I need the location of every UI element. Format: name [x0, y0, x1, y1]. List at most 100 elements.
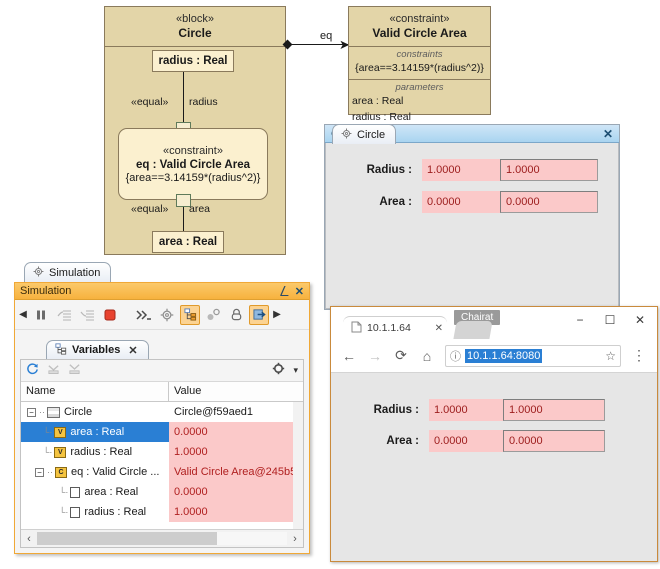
window-simulation-title: Simulation — [20, 285, 72, 297]
area-label: Area : — [386, 435, 419, 447]
binding-role-radius: radius — [189, 96, 218, 108]
property-area-real[interactable]: area : Real — [152, 231, 224, 253]
tree-line: ·· — [47, 467, 53, 477]
close-icon[interactable]: ✕ — [128, 344, 138, 357]
block-circle-header: «block» Circle — [105, 7, 285, 47]
radius-input[interactable]: 1.0000 — [500, 159, 598, 181]
scrollbar-track[interactable] — [37, 532, 287, 545]
bookmark-star-icon[interactable]: ☆ — [605, 348, 616, 363]
address-bar[interactable]: ⓘ 10.1.1.64:8080 ☆ — [445, 344, 621, 367]
breakpoints-button[interactable] — [203, 305, 223, 325]
tree-line: └· — [43, 427, 53, 437]
tree-node-label: area : Real — [70, 426, 125, 438]
parameters-caption: parameters — [395, 82, 444, 93]
tree-node-label: radius : Real — [70, 446, 133, 458]
area-input[interactable]: 0.0000 — [503, 430, 605, 452]
tree-cell-name[interactable]: └· radius : Real — [21, 502, 169, 522]
browser-titlebar[interactable]: Chairat − ☐ ✕ 10.1.1.64 ✕ — [331, 307, 657, 339]
tab-variables[interactable]: Variables ✕ — [46, 340, 149, 360]
step-over-button[interactable] — [77, 305, 97, 325]
browser-tab[interactable]: 10.1.1.64 ✕ — [343, 316, 447, 339]
constraint-block-constraints-section: constraints {area==3.14159*(radius^2)} — [349, 47, 490, 80]
radius-input[interactable]: 1.0000 — [503, 399, 605, 421]
home-icon[interactable]: ⌂ — [422, 347, 432, 364]
property-radius-real[interactable]: radius : Real — [152, 50, 234, 72]
tree-cell-name[interactable]: − ·· Circle — [21, 402, 169, 422]
parameter-radius: radius : Real — [352, 111, 411, 123]
close-icon[interactable]: ✕ — [294, 285, 304, 298]
block-icon — [47, 406, 60, 418]
parameter-icon — [70, 506, 81, 518]
menu-icon[interactable]: ⋮ — [632, 347, 646, 363]
tree-cell-name[interactable]: └· V radius : Real — [21, 442, 169, 462]
pause-button[interactable] — [31, 305, 51, 325]
tree-cell-value[interactable]: 0.0000 — [169, 482, 303, 502]
page-icon — [351, 321, 362, 336]
close-icon[interactable]: ✕ — [434, 322, 443, 334]
new-tab-button[interactable] — [453, 321, 493, 339]
refresh-icon[interactable] — [26, 362, 39, 380]
tree-cell-value[interactable]: 0.0000 — [169, 422, 303, 442]
area-input[interactable]: 0.0000 — [500, 191, 598, 213]
tab-circle[interactable]: Circle — [332, 124, 397, 144]
radius-label: Radius : — [366, 164, 412, 176]
forward-icon[interactable]: → — [368, 347, 382, 364]
collapse-all-icon[interactable] — [68, 362, 81, 380]
scroll-right-icon[interactable]: › — [293, 532, 297, 545]
simulation-toolbar: ◀ — [15, 300, 309, 330]
maximize-icon[interactable]: ☐ — [604, 313, 616, 327]
tab-circle-label: Circle — [357, 128, 386, 141]
value-icon: V — [54, 446, 67, 458]
table-row[interactable]: − ·· Circle Circle@f59aed1 — [21, 402, 303, 422]
table-row[interactable]: − ·· C eq : Valid Circle ... Valid Circl… — [21, 462, 303, 482]
expander-collapse-icon[interactable]: − — [27, 407, 36, 417]
close-icon[interactable]: ✕ — [602, 126, 613, 141]
tree-cell-name[interactable]: − ·· C eq : Valid Circle ... — [21, 462, 169, 482]
minimize-icon[interactable]: − — [576, 313, 584, 327]
lock-button[interactable] — [226, 305, 246, 325]
table-row[interactable]: └· V radius : Real 1.0000 — [21, 442, 303, 462]
reload-icon[interactable]: ⟳ — [395, 347, 407, 363]
animation-button[interactable] — [157, 305, 177, 325]
tree-node-label: area : Real — [84, 486, 139, 498]
maximize-icon[interactable]: ⎳ — [280, 285, 289, 297]
expand-all-icon[interactable] — [47, 362, 60, 380]
tree-node-label: Circle — [64, 406, 93, 418]
step-into-button[interactable] — [54, 305, 74, 325]
constraint-property-eq[interactable]: «constraint» eq : Valid Circle Area {are… — [118, 128, 268, 200]
step-forward-arrow[interactable]: ▶ — [273, 309, 281, 320]
info-icon[interactable]: ⓘ — [450, 350, 461, 363]
back-icon[interactable]: ← — [342, 347, 356, 364]
scroll-left-icon[interactable]: ‹ — [27, 532, 31, 545]
constraints-body: {area==3.14159*(radius^2)} — [355, 62, 484, 74]
options-dropdown-icon[interactable]: ▾ — [293, 365, 298, 375]
horizontal-scrollbar[interactable]: ‹ › — [21, 529, 303, 547]
vertical-scrollbar[interactable] — [293, 402, 303, 529]
show-tree-button[interactable] — [180, 304, 200, 325]
window-simulation-titlebar[interactable]: Simulation ⎳ ✕ — [15, 283, 309, 300]
tree-cell-value[interactable]: Circle@f59aed1 — [174, 406, 254, 418]
tree-cell-value[interactable]: Valid Circle Area@245b5bc — [169, 462, 303, 482]
constraint-port-area[interactable] — [176, 194, 191, 207]
scrollbar-thumb[interactable] — [37, 532, 217, 545]
address-input[interactable]: 10.1.1.64:8080 — [465, 348, 543, 363]
table-row[interactable]: └· area : Real 0.0000 — [21, 482, 303, 502]
run-console-button[interactable] — [134, 305, 154, 325]
expander-collapse-icon[interactable]: − — [35, 467, 44, 477]
tree-cell-value[interactable]: 1.0000 — [169, 442, 303, 462]
options-gear-icon[interactable] — [272, 362, 285, 380]
tab-simulation[interactable]: Simulation — [24, 262, 112, 282]
table-row[interactable]: └· radius : Real 1.0000 — [21, 502, 303, 522]
connector-label-eq: eq — [320, 30, 333, 42]
tree-cell-name[interactable]: └· V area : Real — [21, 422, 169, 442]
tree-cell-name[interactable]: └· area : Real — [21, 482, 169, 502]
step-back-arrow[interactable]: ◀ — [19, 309, 27, 320]
gear-icon — [33, 266, 44, 280]
table-row[interactable]: └· V area : Real 0.0000 — [21, 422, 303, 442]
binding-role-area: area — [189, 203, 211, 215]
stop-button[interactable] — [100, 305, 120, 325]
close-icon[interactable]: ✕ — [634, 313, 646, 327]
tree-cell-value[interactable]: 1.0000 — [169, 502, 303, 522]
open-ui-button[interactable] — [249, 304, 269, 325]
block-valid-circle-area[interactable]: «constraint» Valid Circle Area constrain… — [348, 6, 491, 123]
